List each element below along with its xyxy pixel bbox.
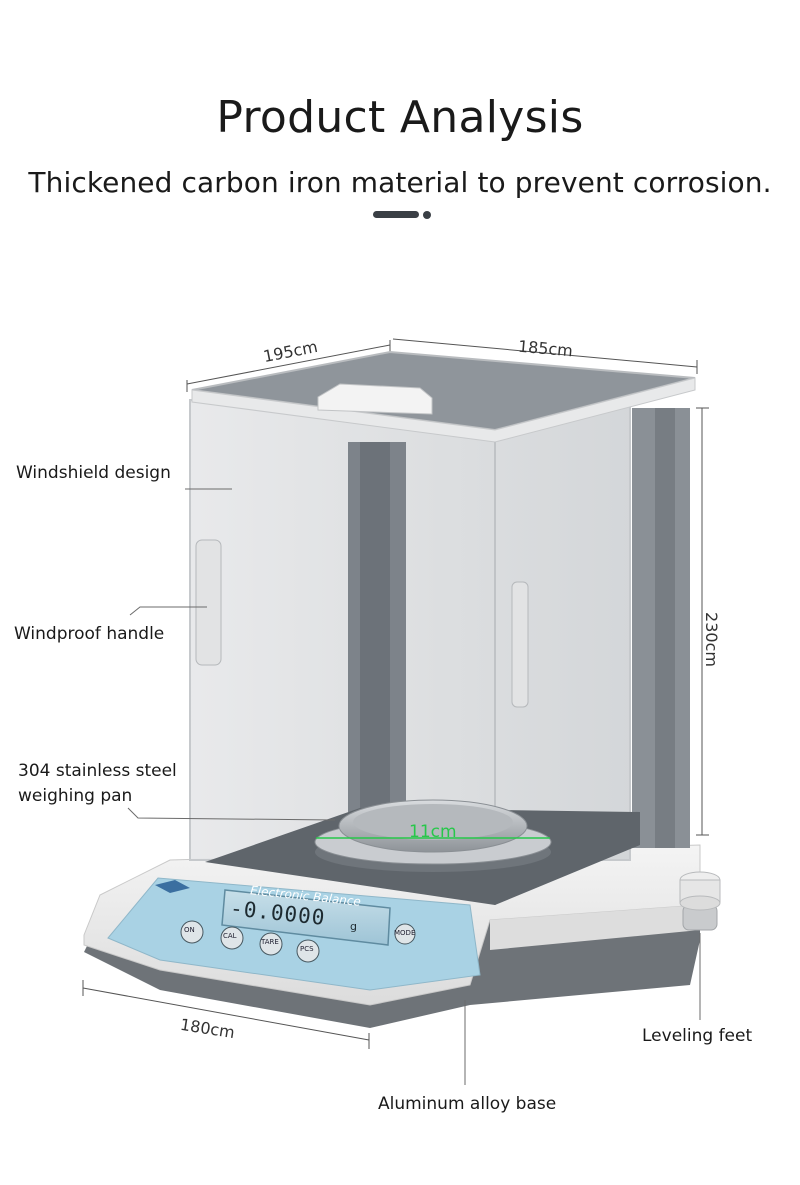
- callout-feet: Leveling feet: [642, 1026, 753, 1046]
- dim-height: 230cm: [701, 612, 721, 667]
- panel-button-5: MODE: [394, 929, 416, 937]
- page-subtitle: Thickened carbon iron material to preven…: [28, 166, 772, 199]
- callout-pan-line1: 304 stainless steel: [18, 761, 177, 781]
- leveling-foot: [679, 871, 721, 931]
- callout-base: Aluminum alloy base: [378, 1094, 557, 1114]
- title-divider-dot: [423, 211, 431, 219]
- display-unit: g: [350, 920, 357, 933]
- dim-pan-diameter: 11cm: [409, 822, 457, 842]
- panel-button-2: CAL: [223, 932, 237, 940]
- panel-button-3: TARE: [261, 938, 279, 946]
- weighing-pan: [314, 799, 552, 872]
- callout-handle: Windproof handle: [14, 624, 165, 644]
- callout-lines: [127, 488, 701, 1085]
- control-panel: [107, 877, 481, 991]
- callout-windshield: Windshield design: [16, 463, 171, 483]
- callout-pan-line2: weighing pan: [18, 786, 133, 806]
- windshield-cabinet: [189, 350, 696, 905]
- title-divider-bar: [373, 211, 419, 218]
- panel-button-1: ON: [184, 926, 195, 934]
- panel-button-4: PCS: [300, 945, 314, 953]
- dimension-lines: [82, 338, 709, 1049]
- page-title: Product Analysis: [216, 92, 584, 143]
